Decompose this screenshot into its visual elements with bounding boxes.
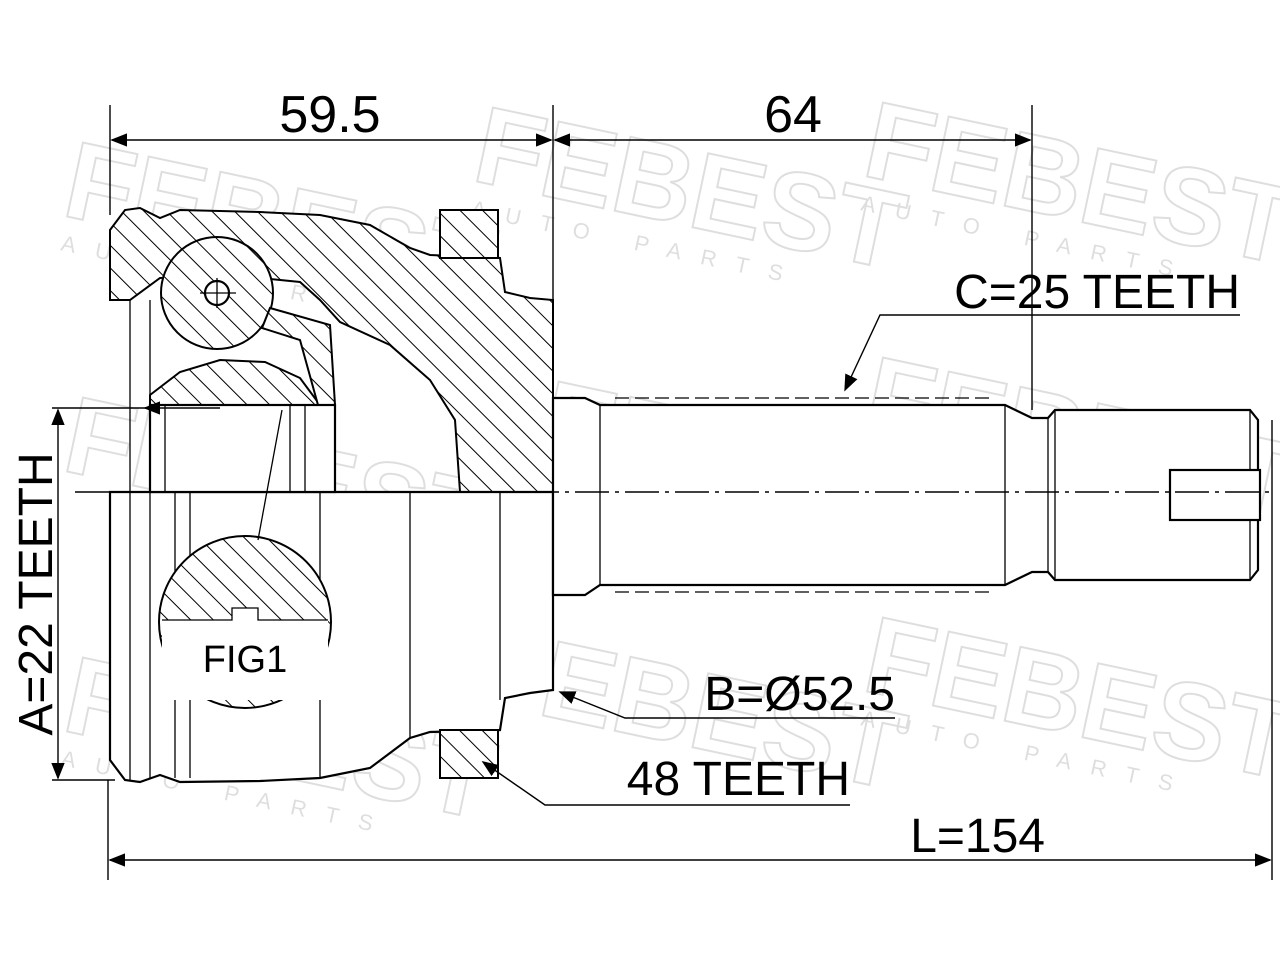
- fig1-detail: FIG1: [158, 409, 332, 709]
- inner-spline-bore: [148, 403, 337, 494]
- cotter-slot: [1168, 468, 1262, 522]
- abs-ring-lower: [439, 729, 499, 779]
- label-outer-spline: C=25 TEETH: [954, 266, 1240, 319]
- label-abs-ring: 48 TEETH: [627, 753, 850, 806]
- dim-shaft-length: 64: [764, 86, 822, 144]
- shaft: [551, 396, 1260, 597]
- abs-ring-upper: [439, 209, 499, 259]
- dim-total-length: L=154: [910, 810, 1045, 863]
- inner-race-upper: [149, 358, 322, 406]
- fig1-label: FIG1: [203, 639, 287, 681]
- leader-abs: [481, 761, 850, 806]
- dim-body-length: 59.5: [279, 86, 380, 144]
- label-inner-spline: A=22 TEETH: [10, 452, 63, 735]
- leader-seal: [558, 691, 895, 719]
- leader-outer-spline: [844, 314, 1240, 392]
- label-seal-diameter: B=Ø52.5: [704, 668, 895, 721]
